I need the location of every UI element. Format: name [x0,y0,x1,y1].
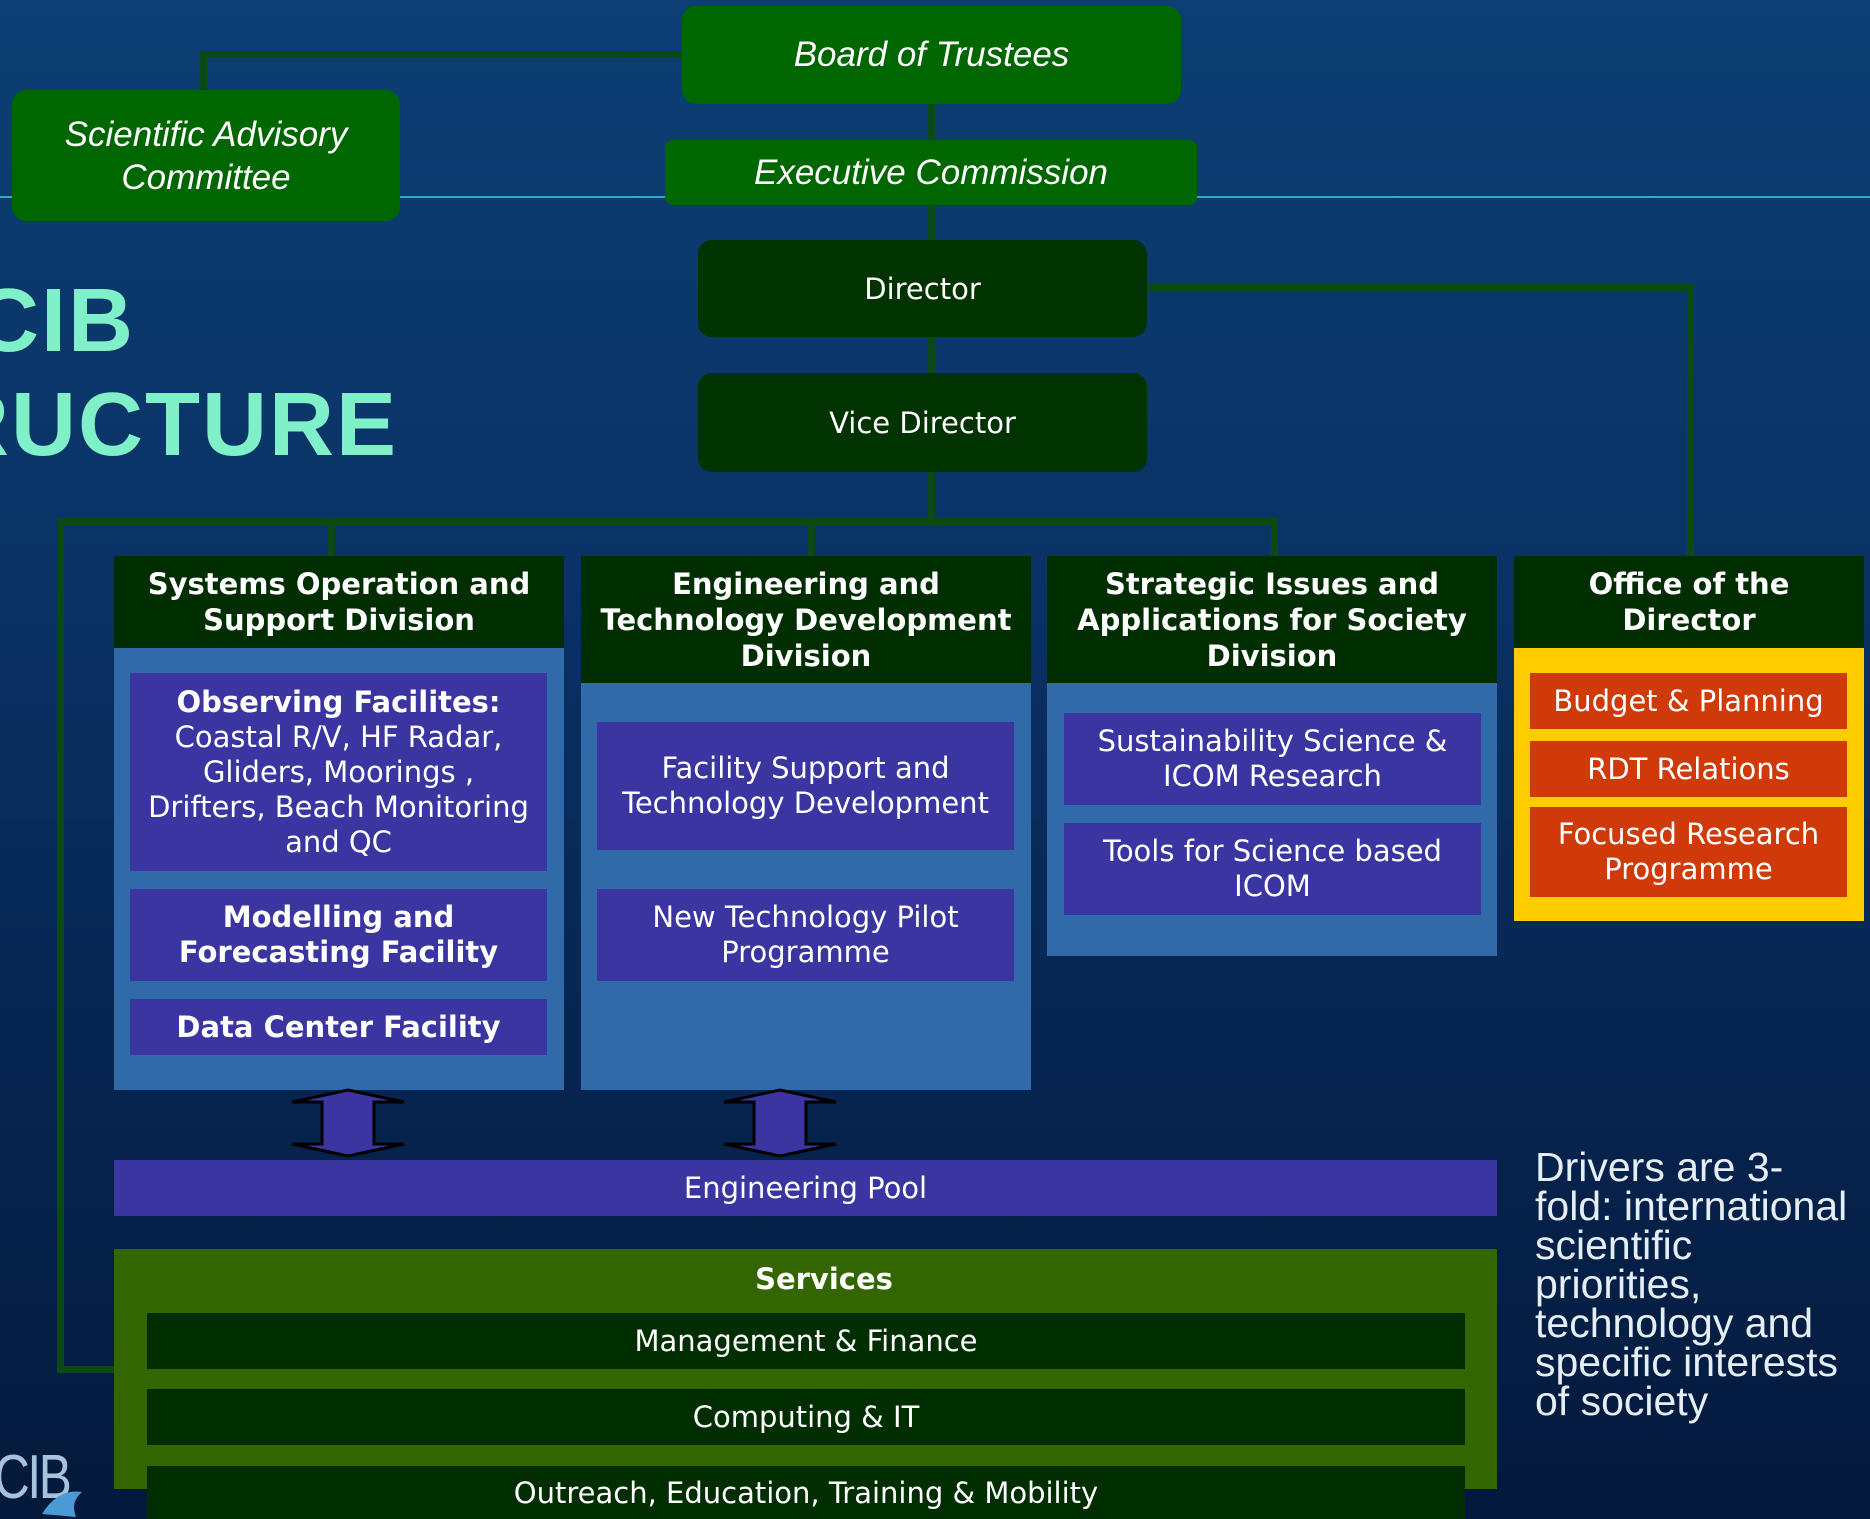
director-label: Director [864,271,981,306]
management-finance-item: Management & Finance [147,1313,1465,1369]
drivers-text: Drivers are 3-fold: international scient… [1535,1144,1848,1424]
sac-label-line2: Committee [121,157,291,197]
sustainability-science-item: Sustainability Science & ICOM Research [1064,713,1481,805]
outreach-item: Outreach, Education, Training & Mobility [147,1466,1465,1519]
new-technology-pilot-item: New Technology Pilot Programme [597,889,1014,981]
observing-facilities-item: Observing Facilites: Coastal R/V, HF Rad… [130,673,547,871]
scientific-advisory-committee-box: Scientific Advisory Committee [12,90,400,221]
title-line1: CIB [0,271,135,371]
observing-facilities-text: Coastal R/V, HF Radar, Gliders, Moorings… [148,719,529,859]
double-arrow-icon [291,1088,405,1158]
sac-label-line1: Scientific Advisory [64,114,348,154]
facility-support-item: Facility Support and Technology Developm… [597,722,1014,850]
director-box: Director [698,240,1147,337]
page-title: CIB RUCTURE [0,276,398,470]
budget-planning-item: Budget & Planning [1530,673,1847,729]
systems-division-header: Systems Operation and Support Division [114,556,564,648]
computing-it-item: Computing & IT [147,1389,1465,1445]
board-of-trustees-box: Board of Trustees [682,6,1181,104]
observing-facilities-title: Observing Facilites: [176,684,501,719]
focused-research-item: Focused Research Programme [1530,807,1847,897]
engineering-division-header: Engineering and Technology Development D… [581,556,1031,683]
office-division-header: Office of the Director [1514,556,1864,648]
double-arrow-icon [723,1088,837,1158]
title-line2: RUCTURE [0,375,398,475]
tools-science-item: Tools for Science based ICOM [1064,823,1481,915]
services-title: Services [755,1262,893,1296]
rdt-relations-item: RDT Relations [1530,741,1847,797]
data-center-item: Data Center Facility [130,999,547,1055]
executive-commission-label: Executive Commission [754,152,1108,192]
board-of-trustees-label: Board of Trustees [793,35,1070,74]
cib-logo: CIB [0,1440,84,1519]
executive-commission-box: Executive Commission [665,140,1197,205]
vice-director-label: Vice Director [829,405,1016,440]
modelling-forecasting-item: Modelling and Forecasting Facility [130,889,547,981]
vice-director-box: Vice Director [698,373,1147,472]
services-panel [114,1249,1497,1489]
strategic-division-header: Strategic Issues and Applications for So… [1047,556,1497,683]
engineering-pool-bar: Engineering Pool [114,1160,1497,1216]
logo-wave-icon [42,1491,82,1517]
